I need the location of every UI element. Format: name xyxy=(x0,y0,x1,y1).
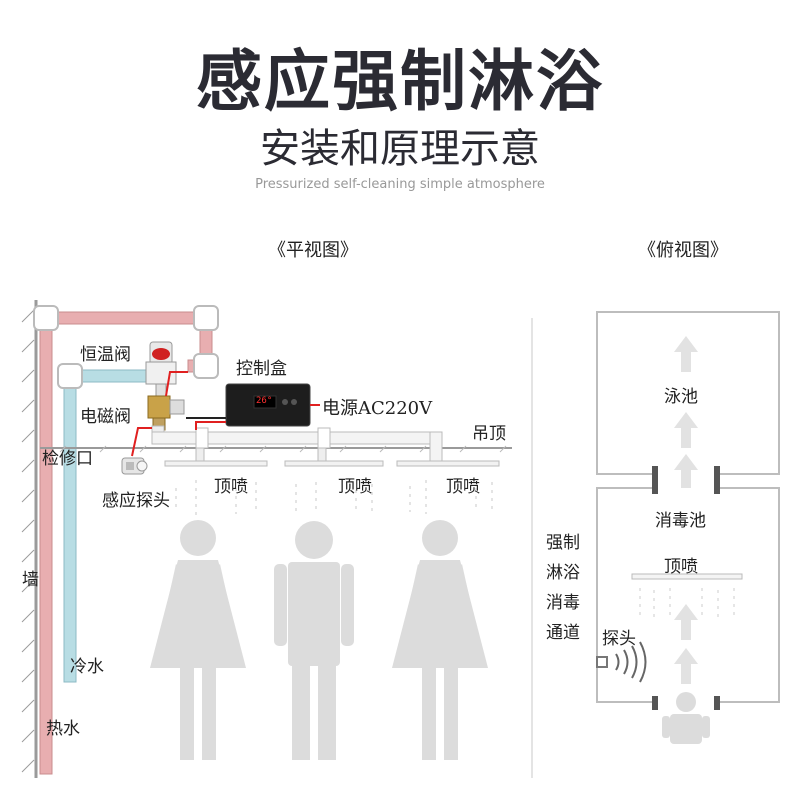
caption: Pressurized self-cleaning simple atmosph… xyxy=(255,177,545,192)
flow-arrows xyxy=(674,336,698,684)
wires xyxy=(131,371,320,457)
main-title: 感应强制淋浴 xyxy=(196,43,604,120)
channel-label-1: 强制 xyxy=(546,533,580,553)
label-solenoid-valve: 电磁阀 xyxy=(80,407,131,427)
subtitle: 安装和原理示意 xyxy=(260,126,540,172)
solenoid-valve xyxy=(147,395,185,431)
control-box-display: 26° xyxy=(256,396,273,406)
label-ceiling: 吊顶 xyxy=(472,424,506,444)
label-disinfection-pool: 消毒池 xyxy=(655,511,706,531)
label-hot-water: 热水 xyxy=(46,719,80,739)
label-top-view-spray: 顶喷 xyxy=(664,557,698,577)
wall xyxy=(21,300,38,778)
top-view-mist xyxy=(639,588,735,620)
label-top-spray-1: 顶喷 xyxy=(214,477,248,497)
ceiling-water-pipe xyxy=(151,427,443,463)
label-wall: 墙 xyxy=(22,570,39,590)
thermostatic-valve xyxy=(145,341,177,397)
top-view-spray-bar xyxy=(631,573,743,580)
top-spray-heads xyxy=(164,460,500,467)
label-probe: 探头 xyxy=(602,629,636,649)
label-cold-water: 冷水 xyxy=(70,657,104,677)
spray-mist xyxy=(175,480,493,516)
label-top-spray-2: 顶喷 xyxy=(338,477,372,497)
top-view-person xyxy=(662,692,710,744)
label-sensor-probe: 感应探头 xyxy=(102,491,170,511)
label-top-spray-3: 顶喷 xyxy=(446,477,480,497)
person-figures xyxy=(150,520,488,760)
channel-label-3: 消毒 xyxy=(546,593,580,613)
top-view-label: 《俯视图》 xyxy=(638,240,728,261)
side-view-label: 《平视图》 xyxy=(268,240,358,261)
label-access-port: 检修口 xyxy=(42,449,93,469)
top-view-probe xyxy=(596,641,647,683)
label-pool: 泳池 xyxy=(664,387,698,407)
hot-water-pipe xyxy=(33,305,219,775)
channel-label-4: 通道 xyxy=(546,623,580,643)
sensor-probe-device xyxy=(121,457,148,475)
control-box xyxy=(225,383,311,427)
label-control-box: 控制盒 xyxy=(236,359,287,379)
label-power: 电源AC220V xyxy=(322,398,433,419)
channel-label-2: 淋浴 xyxy=(546,563,580,583)
label-thermostatic-valve: 恒温阀 xyxy=(80,345,131,365)
cold-water-pipe xyxy=(57,363,157,683)
door-posts xyxy=(652,466,720,710)
